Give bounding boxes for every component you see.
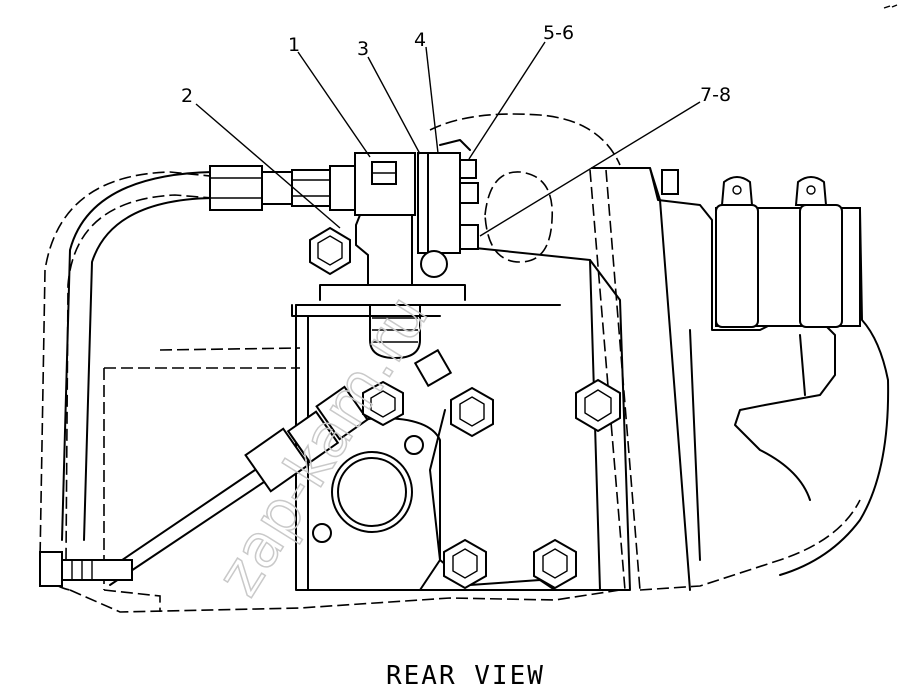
leader-3 <box>367 56 421 155</box>
leader-7-8 <box>479 101 701 237</box>
fitting-elbow <box>291 169 331 207</box>
hex-bolt <box>443 538 487 590</box>
fitting-nut <box>261 171 293 205</box>
fitting-body <box>329 165 356 211</box>
hex-bolt <box>450 386 494 438</box>
valve-body <box>355 209 413 286</box>
clamp-tab-right <box>794 176 828 206</box>
callout-7-8: 7-8 <box>700 84 731 106</box>
bolt-middle <box>459 182 479 204</box>
bottom-left-bolt-head <box>39 551 63 587</box>
drive-bore <box>331 451 413 533</box>
callouts: 1 2 3 4 5-6 7-8 <box>181 22 731 107</box>
leader-1 <box>297 51 371 158</box>
bolt-upper <box>459 159 477 179</box>
leader-5-6 <box>468 41 546 160</box>
hex-fitting <box>362 380 404 427</box>
callout-4: 4 <box>414 29 426 51</box>
tube-nut <box>209 165 263 211</box>
callout-3: 3 <box>357 38 369 60</box>
valve-block <box>354 139 479 286</box>
lower-fitting <box>286 410 340 464</box>
leader-2 <box>195 103 341 229</box>
hydraulic-line <box>61 165 356 541</box>
lower-fitting-2 <box>315 385 369 441</box>
callout-2: 2 <box>181 85 193 107</box>
hose-clamp-right <box>799 204 843 328</box>
bottom-left-bolt-shank <box>61 559 133 581</box>
bolt-top-right <box>661 169 679 195</box>
lower-tube-nut <box>244 427 310 493</box>
clamp-tab-left <box>720 176 754 206</box>
spacer-plate <box>417 152 461 254</box>
hex-bolt <box>575 378 621 433</box>
plug <box>420 250 448 278</box>
flywheel-housing <box>591 167 890 591</box>
corner-mark <box>883 4 898 9</box>
hose-clamp-left <box>715 204 759 328</box>
callout-1: 1 <box>288 34 300 56</box>
leader-4 <box>425 46 439 154</box>
hex-bolt <box>309 226 351 276</box>
lower-line <box>39 348 453 587</box>
callout-5-6: 5-6 <box>543 22 574 44</box>
bolt-lower <box>459 224 479 250</box>
view-title: REAR VIEW <box>386 661 545 691</box>
watermark: zap-kam.ru <box>203 284 442 608</box>
leader-lines <box>195 41 701 237</box>
angle-fitting <box>413 348 453 388</box>
hex-bolt <box>533 538 577 590</box>
